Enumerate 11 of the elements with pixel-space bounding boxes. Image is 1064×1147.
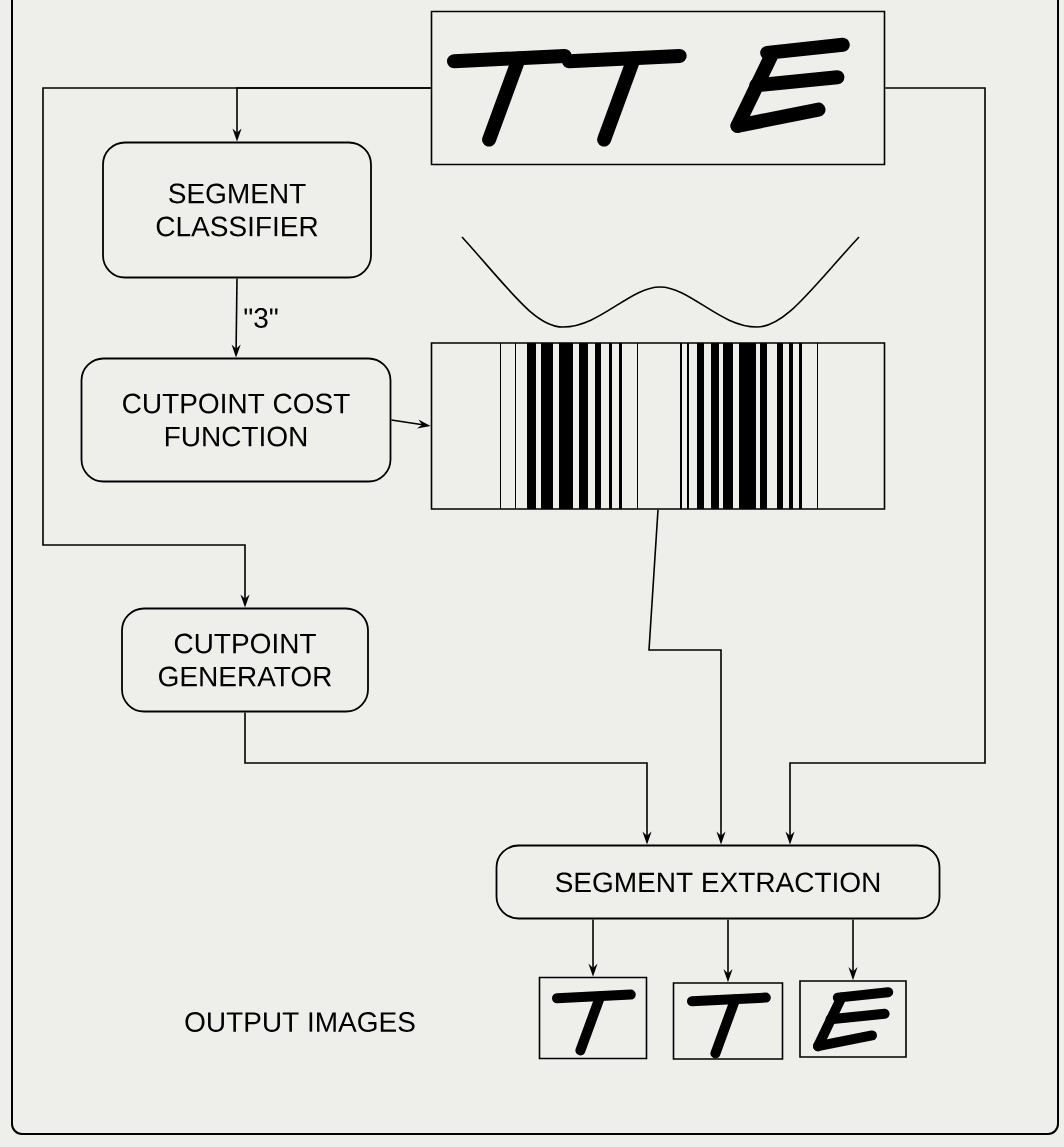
process-box: SEGMENT CLASSIFIER <box>102 141 372 279</box>
edge-label: "3" <box>241 306 281 330</box>
cost-bars-image <box>430 236 886 510</box>
letter-image <box>672 982 784 1060</box>
process-box: SEGMENT EXTRACTION <box>495 844 941 920</box>
letter-image <box>799 980 907 1058</box>
process-box: CUTPOINT GENERATOR <box>121 607 369 713</box>
process-box: CUTPOINT COST FUNCTION <box>80 357 392 483</box>
output-caption: OUTPUT IMAGES <box>185 1012 415 1032</box>
letter-image <box>538 976 648 1060</box>
handwriting-image <box>430 10 886 166</box>
